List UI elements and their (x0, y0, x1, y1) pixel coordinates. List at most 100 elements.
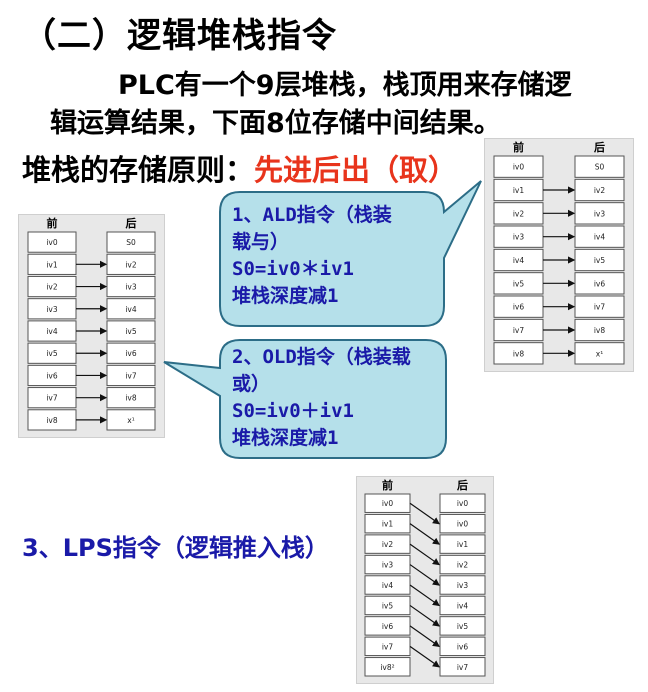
stack-arrow (409, 502, 440, 525)
before-cell (27, 231, 77, 253)
before-cell-label: iv4 (382, 581, 394, 590)
after-cell-label: iv6 (457, 642, 469, 651)
after-cell-label: iv4 (125, 305, 137, 314)
after-cell-label: iv5 (594, 256, 606, 265)
callout-ald-line-3: S0=iv0＊iv1 (232, 258, 354, 280)
callout-ald-bubble (219, 180, 482, 327)
before-cell-label: iv4 (46, 327, 58, 336)
header-after: 后 (126, 216, 137, 230)
after-cell-label: iv4 (594, 233, 606, 242)
after-cell (439, 616, 486, 636)
before-cell-label: iv0 (513, 163, 525, 172)
before-cell-label: iv3 (513, 233, 525, 242)
callout-old-line-1: 2、OLD指令（栈装载 (232, 346, 411, 368)
after-cell-label: x¹ (596, 349, 603, 358)
after-cell-label: iv3 (594, 209, 606, 218)
callout-ald: 1、ALD指令（栈装 载与） S0=iv0＊iv1 堆栈深度减1 (218, 180, 482, 330)
before-cell-label: iv3 (382, 561, 394, 570)
callout-old-line-4: 堆栈深度减1 (232, 427, 339, 449)
stack-arrow (409, 523, 440, 545)
after-cell-label: iv7 (457, 663, 469, 672)
lps-instruction-label: 3、LPS指令（逻辑推入栈） (22, 534, 329, 562)
after-cell-label: iv3 (125, 283, 137, 292)
before-cell-label: iv7 (46, 394, 58, 403)
after-cell-label: iv8 (594, 326, 606, 335)
stack-svg: 前后iv0iv1iv2iv3iv4iv5iv6iv7iv8²iv0iv0iv1i… (364, 478, 486, 677)
after-cell-label: iv2 (457, 561, 469, 570)
before-cell-label: iv8 (513, 349, 525, 358)
after-cell-label: iv7 (594, 303, 606, 312)
after-cell (439, 657, 486, 677)
before-cell (364, 534, 411, 554)
after-cell-label: S0 (126, 238, 136, 247)
callout-old-line-3: S0=iv0＋iv1 (232, 400, 354, 422)
principle-value: 先进后出（取） (254, 153, 458, 187)
before-cell-label: iv0 (382, 499, 394, 508)
after-cell-label: iv7 (125, 371, 137, 380)
callout-old-line-2: 或） (232, 373, 271, 395)
after-cell-label: x¹ (127, 416, 134, 425)
before-cell-label: iv2 (382, 540, 394, 549)
before-cell-label: iv5 (513, 279, 525, 288)
header-after: 后 (594, 140, 605, 154)
after-cell-label: iv6 (125, 349, 137, 358)
callout-ald-line-1: 1、ALD指令（栈装 (232, 204, 392, 226)
before-cell-label: iv2 (46, 283, 58, 292)
before-cell-label: iv0 (46, 238, 58, 247)
stack-arrow (409, 645, 440, 668)
before-cell-label: iv5 (382, 601, 394, 610)
before-cell-label: iv8 (46, 416, 58, 425)
before-cell-label: iv1 (382, 520, 394, 529)
before-cell-label: iv6 (513, 303, 525, 312)
before-cell-label: iv3 (46, 305, 58, 314)
after-cell (439, 636, 486, 657)
after-cell-label: iv5 (125, 327, 137, 336)
after-cell (574, 155, 625, 178)
callout-ald-line-2: 载与） (232, 231, 290, 253)
before-cell-label: iv8² (380, 663, 394, 672)
stack-svg: 前 后 iv0 iv1 iv2 iv3 iv4 iv5 iv6 iv7 iv8 S0 iv2 iv3 iv4… (27, 216, 156, 431)
after-cell-label: iv8 (125, 394, 137, 403)
after-cell-label: iv0 (457, 520, 469, 529)
before-cell-label: iv7 (382, 642, 394, 651)
stack-arrow (409, 604, 440, 627)
after-cell-label: S0 (595, 163, 605, 172)
before-cell (364, 554, 411, 575)
header-before: 前 (382, 478, 393, 492)
after-cell (439, 493, 486, 513)
intro-line-2: 辑运算结果，下面8位存储中间结果。 (50, 108, 501, 139)
after-cell (439, 575, 486, 595)
before-cell (364, 636, 411, 657)
after-cell (439, 534, 486, 554)
after-cell (439, 554, 486, 575)
after-cell-label: iv3 (457, 581, 469, 590)
after-cell (439, 595, 486, 616)
before-cell (493, 155, 544, 178)
before-cell-label: iv1 (513, 186, 525, 195)
callout-ald-line-4: 堆栈深度减1 (232, 285, 339, 307)
stack-diagram-ald-old: 前 后 iv0 iv1 iv2 iv3 iv4 iv5 iv6 iv7 iv8 S0 iv2 iv3 iv4… (18, 214, 165, 438)
before-cell-label: iv5 (46, 349, 58, 358)
intro-line-1: PLC有一个9层堆栈，栈顶用来存储逻 (118, 70, 572, 101)
stack-arrow (409, 625, 440, 648)
page-title: （二）逻辑堆栈指令 (22, 16, 337, 56)
after-cell-label: iv4 (457, 601, 469, 610)
after-cell (439, 513, 486, 534)
before-cell-label: iv7 (513, 326, 525, 335)
callout-old-bubble (163, 339, 447, 459)
header-after: 后 (457, 478, 468, 492)
before-cell-label: iv4 (513, 256, 525, 265)
header-before: 前 (47, 216, 58, 230)
before-cell (364, 513, 411, 534)
after-cell-label: iv2 (594, 186, 606, 195)
stack-svg: 前后iv0iv1iv2iv3iv4iv5iv6iv7iv8S0iv2iv3iv4… (493, 140, 625, 365)
stack-arrow (409, 584, 440, 607)
before-cell-label: iv6 (46, 371, 58, 380)
stack-arrow (409, 564, 440, 586)
after-cell-label: iv2 (125, 260, 137, 269)
after-cell-label: iv6 (594, 279, 606, 288)
before-cell-label: iv1 (46, 260, 58, 269)
after-cell (106, 231, 156, 253)
